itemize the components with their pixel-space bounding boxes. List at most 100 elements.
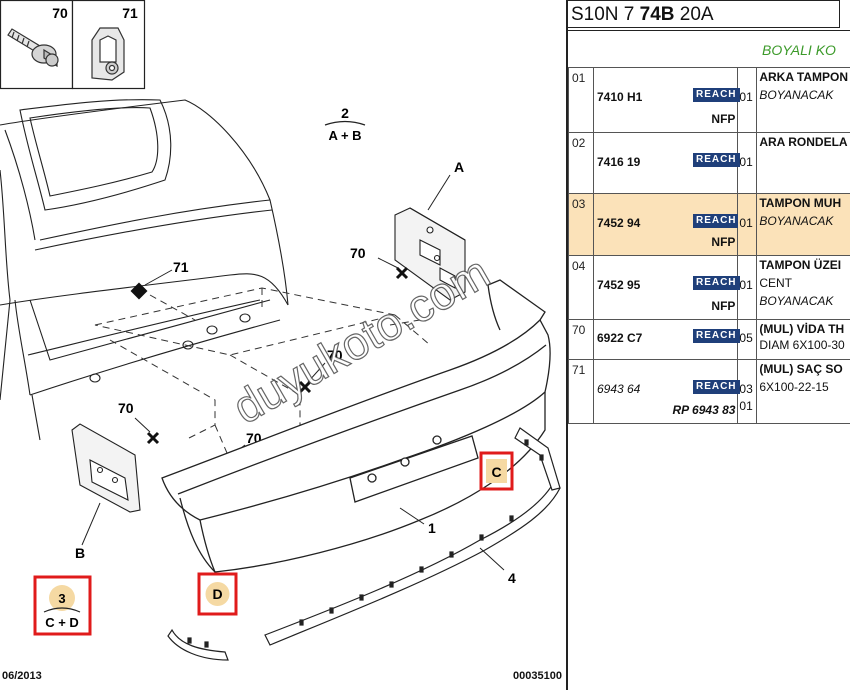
row-quantity-cell: 01: [737, 132, 758, 194]
row-position: 71: [568, 359, 594, 424]
quantity: 01: [739, 90, 753, 104]
row-position: 01: [568, 67, 594, 133]
group2-number: 2: [341, 105, 349, 121]
part-detail-secondary: BOYANACAK: [759, 294, 834, 308]
part-number: 7452 94: [596, 216, 641, 230]
part-title: (MUL) VİDA TH: [759, 322, 845, 336]
row-quantity-cell: 05: [737, 319, 758, 360]
color-header: BOYALI KO: [568, 30, 850, 68]
part-detail: CENT: [759, 276, 793, 290]
label-4: 4: [508, 570, 516, 586]
ref-suffix: 20A: [679, 4, 714, 25]
row-description-cell: (MUL) SAÇ SO 6X100-22-15: [756, 359, 850, 424]
part-title: ARKA TAMPON: [759, 70, 849, 84]
replacement-part: RP 6943 83: [672, 403, 736, 417]
bracket-b: [71, 423, 141, 513]
row-reference-cell: 6922 C7 REACH: [592, 319, 740, 360]
label-71: 71: [173, 259, 189, 275]
reach-badge: REACH: [692, 88, 740, 102]
row-position: 03: [568, 193, 594, 256]
row-position: 04: [568, 255, 594, 320]
quantity: 05: [739, 331, 753, 345]
leader-a: [427, 174, 451, 211]
row-reference-cell: 6943 64 REACH RP 6943 83: [592, 359, 740, 424]
nfp-label: NFP: [711, 112, 736, 126]
label-1: 1: [428, 520, 436, 536]
car-body-outline: [0, 99, 289, 441]
footer-date: 06/2013: [2, 670, 42, 682]
row-reference-cell: 7452 95 REACH NFP: [592, 255, 740, 320]
part-title: TAMPON MUH: [759, 196, 842, 210]
reach-badge: REACH: [692, 153, 740, 167]
group3-formula: C + D: [45, 615, 79, 630]
row-description-cell: ARA RONDELA: [756, 132, 850, 194]
reach-badge: REACH: [692, 276, 740, 290]
part-number: 6922 C7: [596, 331, 643, 345]
diagram-panel: 70 71: [0, 0, 562, 682]
group2-formula: A + B: [328, 128, 361, 143]
quantity-secondary: 01: [739, 399, 753, 413]
label-b: B: [75, 545, 85, 561]
part-title: TAMPON ÜZEI: [759, 258, 842, 272]
row-description-cell: ARKA TAMPON BOYANACAK: [756, 67, 850, 133]
callout-d: D: [197, 572, 238, 616]
part-detail: BOYANACAK: [759, 214, 834, 228]
marker-71: [130, 282, 148, 300]
ref-prefix: S10N 7: [571, 4, 635, 25]
inset-box-70: 70: [0, 0, 74, 90]
row-quantity-cell: 01: [737, 193, 758, 256]
reach-badge: REACH: [692, 214, 740, 228]
callout-c: C: [479, 451, 514, 491]
part-title: (MUL) SAÇ SO: [759, 362, 843, 376]
bolt-icon: [7, 28, 59, 68]
part-detail: 6X100-22-15: [759, 380, 829, 394]
inset-label-70: 70: [52, 5, 68, 21]
part-title: ARA RONDELA: [759, 135, 848, 149]
row-quantity-cell: 01: [737, 255, 758, 320]
label-70-b: 70: [118, 400, 134, 416]
row-reference-cell: 7416 19 REACH: [592, 132, 740, 194]
row-description-cell: TAMPON MUH BOYANACAK: [756, 193, 850, 256]
quantity: 01: [739, 155, 753, 169]
row-quantity-cell: 01: [737, 67, 758, 133]
reference-header: S10N 7 74B 20A: [568, 0, 840, 28]
quantity: 01: [739, 216, 753, 230]
part-number: 6943 64: [596, 382, 641, 396]
reach-badge: REACH: [692, 380, 740, 394]
row-position: 70: [568, 319, 594, 360]
footer-code: 00035100: [513, 670, 562, 682]
bracket-a: [394, 207, 466, 301]
row-reference-cell: 7410 H1 REACH NFP: [592, 67, 740, 133]
part-detail: DIAM 6X100-30: [759, 338, 845, 352]
color-label: BOYALI KO: [762, 42, 836, 58]
ref-bold: 74B: [639, 4, 675, 25]
label-d: D: [212, 586, 222, 602]
lower-trim: [167, 427, 561, 661]
part-number: 7452 95: [596, 278, 641, 292]
label-70-a: 70: [350, 245, 366, 261]
row-position: 02: [568, 132, 594, 194]
label-c: C: [491, 464, 501, 480]
part-number: 7416 19: [596, 155, 641, 169]
reach-badge: REACH: [692, 329, 740, 343]
inset-label-71: 71: [122, 5, 138, 21]
row-description-cell: (MUL) VİDA TH DIAM 6X100-30: [756, 319, 850, 360]
quantity: 01: [739, 278, 753, 292]
label-70-d: 70: [327, 347, 343, 363]
group3-number: 3: [58, 591, 65, 606]
part-detail: BOYANACAK: [759, 88, 834, 102]
part-number: 7410 H1: [596, 90, 643, 104]
nfp-label: NFP: [711, 299, 736, 313]
exploded-diagram: 70 71: [0, 0, 561, 661]
clip-nut-icon: [91, 27, 125, 81]
